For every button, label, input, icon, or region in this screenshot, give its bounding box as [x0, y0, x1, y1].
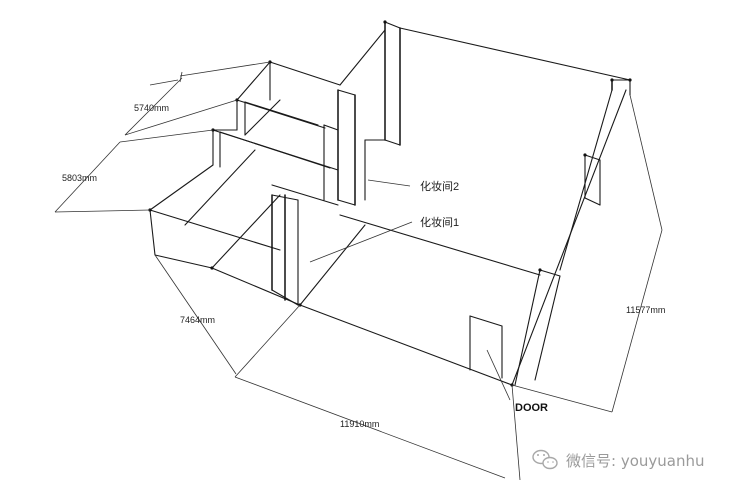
watermark-text: 微信号: youyuanhu — [566, 452, 704, 470]
central-partition — [323, 89, 356, 206]
main-room-walls — [299, 21, 631, 386]
wechat-icon — [532, 449, 558, 470]
dressing-rooms-block — [149, 61, 341, 306]
door-outline — [469, 315, 503, 379]
leader-lines — [309, 179, 511, 401]
dimension-top-width: 5740mm — [134, 103, 169, 113]
dimension-lines — [54, 61, 663, 481]
corner-points — [148, 20, 632, 387]
dimension-right-depth: 11577mm — [626, 305, 665, 315]
dimension-left-depth: 5803mm — [62, 173, 97, 183]
dimension-front-width: 11910mm — [340, 419, 379, 429]
watermark: 微信号: youyuanhu — [532, 449, 704, 470]
label-dressing-room-2: 化妆间2 — [420, 179, 459, 193]
label-door: DOOR — [515, 402, 548, 414]
label-dressing-room-1: 化妆间1 — [420, 215, 459, 229]
dimension-front-depth: 7464mm — [180, 315, 215, 325]
